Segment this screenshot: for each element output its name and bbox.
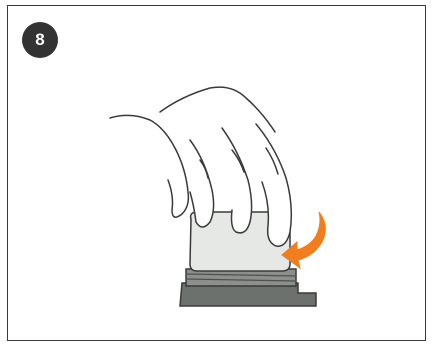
cap-twist-illustration	[0, 0, 436, 350]
